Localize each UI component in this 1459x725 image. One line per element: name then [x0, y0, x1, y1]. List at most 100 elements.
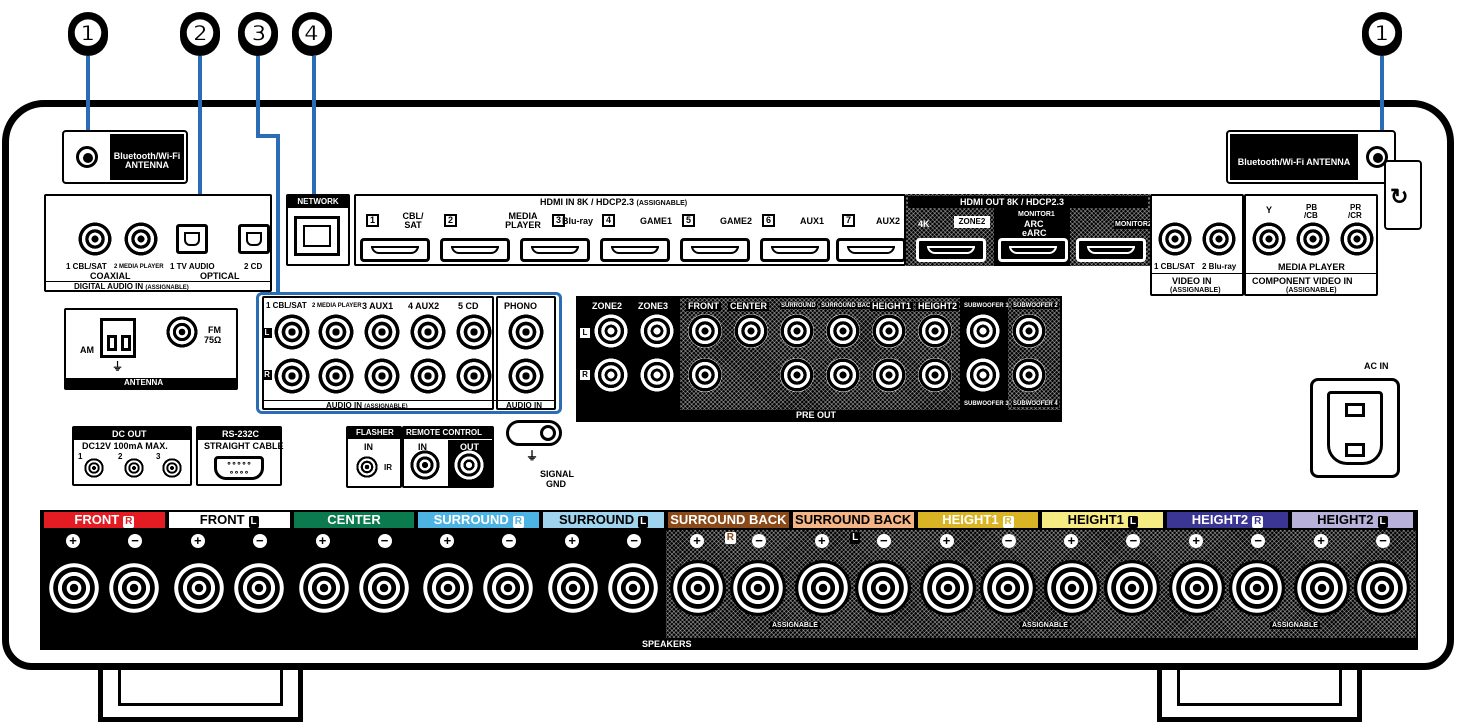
pre-out-sub1-jack[interactable] [966, 314, 1000, 348]
dc-out-3-jack[interactable] [162, 458, 182, 478]
speaker-plus-terminal[interactable] [670, 560, 726, 616]
speaker-minus-terminal[interactable] [106, 560, 162, 616]
speaker-minus-terminal[interactable] [1354, 560, 1410, 616]
pre-out-surround-back-l-jack[interactable] [826, 314, 860, 348]
speaker-minus-terminal[interactable] [230, 560, 287, 616]
audio-in-2-r-jack[interactable] [318, 358, 354, 394]
speaker-plus-terminal[interactable] [170, 560, 227, 616]
pre-out-surround-l-jack[interactable] [780, 314, 814, 348]
audio-in-4-l-jack[interactable] [410, 314, 446, 350]
pre-out-zone2-r-jack[interactable] [594, 358, 628, 392]
speaker-plus-terminal[interactable] [1044, 560, 1101, 616]
dc-out-title: DC OUT [112, 429, 147, 439]
hdmi-out-monitor1-port[interactable] [998, 238, 1068, 262]
pre-out-sub4-jack[interactable] [1012, 358, 1046, 392]
pre-out-surround-back-r-jack[interactable] [826, 358, 860, 392]
chassis [2, 100, 1454, 670]
speaker-plus-terminal[interactable] [295, 560, 352, 616]
am-ground-icon: ⏚ [112, 361, 123, 373]
audio-in-1-r-jack[interactable] [274, 358, 310, 394]
callout-2: ❷ [180, 12, 220, 56]
remote-in-jack[interactable] [410, 450, 440, 480]
pre-out-center-jack[interactable] [734, 314, 768, 348]
video-in-1-jack[interactable] [1158, 222, 1192, 256]
audio-in-4-r-jack[interactable] [410, 358, 446, 394]
remote-out-jack[interactable] [454, 450, 484, 480]
rs232c-port[interactable]: ∘∘∘∘∘∘∘∘∘ [214, 456, 264, 480]
hdmi-in-6-port[interactable] [760, 238, 830, 262]
pre-out-center-label: CENTER [728, 301, 770, 311]
speaker-plus-terminal[interactable] [794, 560, 851, 616]
pre-out-zone3-l-jack[interactable] [640, 314, 674, 348]
speaker-minus-terminal[interactable] [854, 560, 911, 616]
pre-out-front-l-jack[interactable] [688, 314, 722, 348]
bt-antenna-left-terminal[interactable] [76, 146, 98, 168]
coax-2-jack[interactable] [124, 222, 158, 256]
phono-r-jack[interactable] [508, 358, 544, 394]
audio-in-1-l-jack[interactable] [274, 314, 310, 350]
speaker-minus-terminal[interactable] [480, 560, 537, 616]
network-port[interactable] [294, 216, 340, 256]
flasher-in-jack[interactable] [356, 456, 378, 478]
digital-audio-footer: DIGITAL AUDIO IN (ASSIGNABLE) [74, 283, 189, 292]
speaker-plus-sign: + [939, 534, 954, 548]
pre-out-front-r-jack[interactable] [688, 358, 722, 392]
pre-out-sub2-jack[interactable] [1012, 314, 1046, 348]
phono-l-jack[interactable] [508, 314, 544, 350]
speaker-minus-terminal[interactable] [355, 560, 412, 616]
speaker-plus-terminal[interactable] [1294, 560, 1350, 616]
audio-in-3-label: 3 AUX1 [362, 301, 394, 311]
speaker-plus-sign: + [565, 534, 580, 548]
component-pb-jack[interactable] [1296, 222, 1330, 256]
hdmi-in-3-port[interactable] [520, 238, 590, 262]
optical-1-jack[interactable] [176, 224, 208, 254]
hdmi-in-5-port[interactable] [680, 238, 750, 262]
audio-in-5-l-jack[interactable] [456, 314, 492, 350]
hdmi-in-7-port[interactable] [836, 238, 906, 262]
pre-out-height2-r-jack[interactable] [918, 358, 952, 392]
pre-out-sub3-jack[interactable] [966, 358, 1000, 392]
speaker-minus-terminal[interactable] [979, 560, 1036, 616]
speaker-plus-sign: + [190, 534, 205, 548]
hdmi-in-4-port[interactable] [600, 238, 670, 262]
audio-in-2-l-jack[interactable] [318, 314, 354, 350]
speaker-plus-sign: + [814, 534, 829, 548]
audio-in-5-r-jack[interactable] [456, 358, 492, 394]
video-in-2-jack[interactable] [1202, 222, 1236, 256]
speaker-plus-terminal[interactable] [545, 560, 602, 616]
speaker-plus-terminal[interactable] [1169, 560, 1226, 616]
pre-out-surround-r-jack[interactable] [780, 358, 814, 392]
hdmi-out-zone2-port[interactable] [916, 238, 986, 262]
audio-in-3-r-jack[interactable] [364, 358, 400, 394]
audio-in-3-l-jack[interactable] [364, 314, 400, 350]
speaker-minus-terminal[interactable] [605, 560, 662, 616]
ac-in-socket[interactable] [1310, 378, 1400, 478]
pre-out-zone2-l-jack[interactable] [594, 314, 628, 348]
speaker-plus-terminal[interactable] [46, 560, 102, 616]
dc-out-2-jack[interactable] [124, 458, 144, 478]
speaker-minus-terminal[interactable] [1229, 560, 1286, 616]
component-y-jack[interactable] [1252, 222, 1286, 256]
speaker-channel-side: L [1377, 516, 1388, 528]
audio-in-r-label: R [264, 370, 270, 379]
hdmi-in-1-port[interactable] [360, 238, 430, 262]
component-pr-jack[interactable] [1340, 222, 1374, 256]
dc-out-1-jack[interactable] [84, 458, 104, 478]
pre-out-height1-r-jack[interactable] [872, 358, 906, 392]
speaker-plus-terminal[interactable] [420, 560, 477, 616]
bt-antenna-right-terminal[interactable] [1366, 146, 1388, 168]
fm-jack[interactable] [166, 316, 198, 348]
hdmi-in-2-port[interactable] [440, 238, 510, 262]
hdmi-in-title: HDMI IN 8K / HDCP2.3 (ASSIGNABLE) [540, 198, 687, 208]
signal-gnd-terminal[interactable] [506, 420, 562, 446]
optical-2-jack[interactable] [238, 224, 270, 254]
pre-out-height1-l-jack[interactable] [872, 314, 906, 348]
am-terminal[interactable] [100, 318, 136, 358]
pre-out-height2-l-jack[interactable] [918, 314, 952, 348]
speaker-plus-terminal[interactable] [919, 560, 976, 616]
pre-out-zone3-r-jack[interactable] [640, 358, 674, 392]
hdmi-out-monitor2-port[interactable] [1076, 238, 1146, 262]
speaker-minus-terminal[interactable] [1104, 560, 1161, 616]
coax-1-jack[interactable] [78, 222, 112, 256]
speaker-minus-terminal[interactable] [730, 560, 786, 616]
